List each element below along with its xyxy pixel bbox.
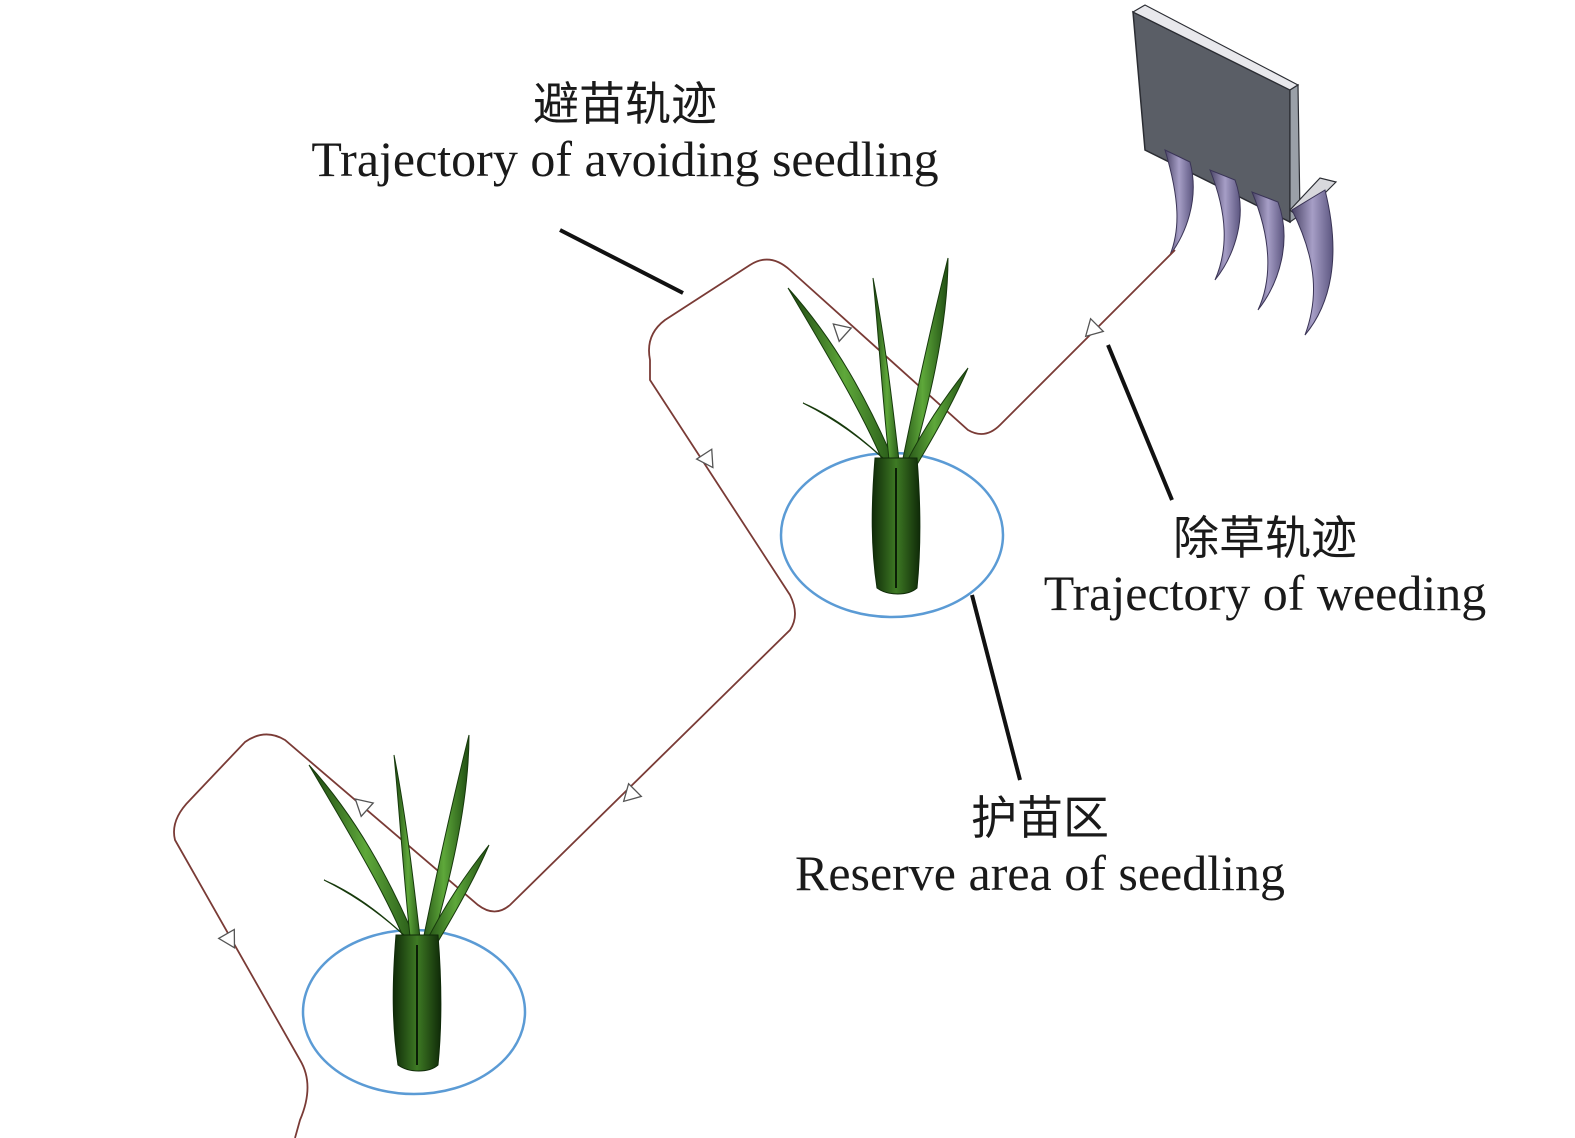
direction-arrow xyxy=(1078,318,1104,344)
seedling-plant xyxy=(787,257,969,595)
weeding-tool xyxy=(1131,4,1338,336)
label-weeding-trajectory-en: Trajectory of weeding xyxy=(1043,564,1487,621)
label-avoiding-trajectory-zh: 避苗轨迹 xyxy=(533,77,717,131)
trajectory-path xyxy=(173,249,1176,1138)
leader-line-avoiding xyxy=(559,228,684,295)
leader-line-reserve xyxy=(970,594,1022,781)
label-weeding-trajectory: 除草轨迹 Trajectory of weeding xyxy=(1015,512,1515,622)
label-reserve-area-zh: 护苗区 xyxy=(971,791,1109,845)
label-reserve-area-en: Reserve area of seedling xyxy=(794,844,1286,901)
label-reserve-area: 护苗区 Reserve area of seedling xyxy=(765,792,1315,902)
leader-line-weeding xyxy=(1106,344,1174,501)
label-weeding-trajectory-zh: 除草轨迹 xyxy=(1173,511,1357,565)
direction-arrow xyxy=(218,928,243,953)
label-avoiding-trajectory-en: Trajectory of avoiding seedling xyxy=(311,130,939,187)
seedling-plant xyxy=(308,734,490,1072)
label-avoiding-trajectory: 避苗轨迹 Trajectory of avoiding seedling xyxy=(275,78,975,188)
